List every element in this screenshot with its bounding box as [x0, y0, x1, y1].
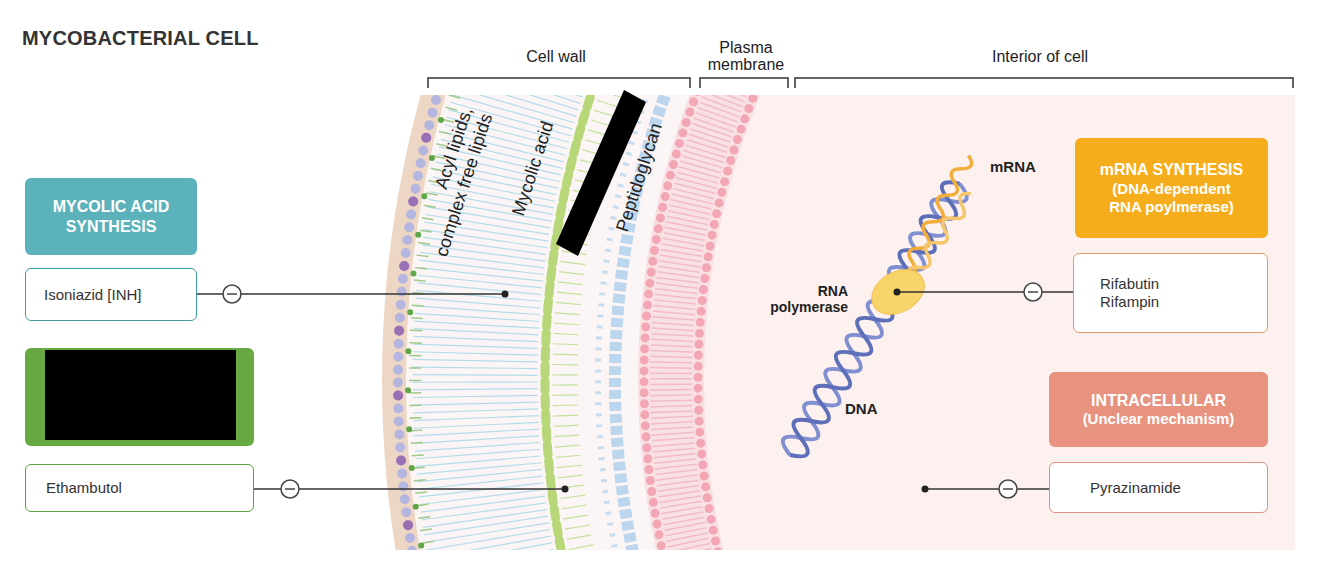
- bracket: [700, 78, 788, 88]
- leader-lines: [197, 292, 1073, 489]
- heading-box: MYCOLIC ACID SYNTHESIS: [25, 178, 197, 255]
- node-text: MYCOLIC ACID SYNTHESIS: [41, 197, 181, 235]
- leader-line: [897, 291, 1024, 293]
- node-text: Pyrazinamide: [1090, 479, 1181, 497]
- part-label: RNA polymerase: [763, 283, 848, 315]
- membrane-band: [638, 95, 1295, 550]
- node-subtext: Rifampin: [1100, 293, 1159, 311]
- acyl-heads: [398, 95, 1295, 550]
- acyl-tails: [415, 95, 1295, 550]
- leader-line: [1017, 488, 1049, 490]
- cell-interior: [704, 95, 1295, 550]
- leader-line: [925, 488, 999, 490]
- target-dot: [894, 289, 901, 296]
- drug-box: Isoniazid [INH]: [25, 268, 197, 321]
- leader-line: [254, 488, 281, 490]
- inhibit-symbol: [281, 480, 299, 498]
- inhibit-minus: [1003, 488, 1013, 490]
- node-text: Rifabutin: [1100, 275, 1159, 293]
- cell-section: [382, 95, 1295, 550]
- node-subtext: (Unclear mechanism): [1083, 410, 1235, 428]
- node-text: Ethambutol: [46, 479, 122, 497]
- peptidoglycan-links: [598, 95, 1295, 550]
- bracket: [795, 78, 1293, 88]
- node-text: Isoniazid [INH]: [44, 286, 142, 304]
- inhibit-circle: [281, 480, 299, 498]
- inhibit-minus: [285, 488, 295, 490]
- node-subtext: (DNA-dependent RNA poylmerase): [1102, 180, 1242, 216]
- peptidoglycan-layer: [615, 95, 1295, 550]
- diagram-title: MYCOBACTERIAL CELL: [22, 27, 259, 50]
- region-label: Interior of cell: [992, 48, 1088, 66]
- membrane-heads-outer: [644, 95, 1295, 550]
- redaction-box: [45, 350, 236, 440]
- arabinogalactan-layer: [565, 95, 1295, 550]
- inhibit-circle: [999, 480, 1017, 498]
- heading-box: mRNA SYNTHESIS(DNA-dependent RNA poylmer…: [1075, 138, 1268, 238]
- region-brackets: [428, 78, 1293, 88]
- target-dots: [502, 289, 929, 493]
- inhibit-circle: [1024, 283, 1042, 301]
- inhibit-symbols: [223, 283, 1042, 498]
- inhibit-symbol: [999, 480, 1017, 498]
- target-dot: [502, 291, 509, 298]
- leader-line: [1042, 291, 1073, 293]
- membrane-heads-inner: [698, 95, 1295, 550]
- membrane-tails: [671, 95, 1295, 550]
- leader-line: [241, 293, 505, 295]
- node-text: INTRACELLULAR: [1091, 391, 1226, 410]
- inhibit-minus: [1028, 291, 1038, 293]
- cell-wall-ground: [406, 95, 1295, 550]
- node-text: mRNA SYNTHESIS: [1100, 160, 1243, 179]
- heading-box: INTRACELLULAR(Unclear mechanism): [1049, 372, 1268, 447]
- acyl-heads-purple: [398, 95, 1295, 550]
- acyl-heads-green: [408, 95, 1295, 550]
- part-label: mRNA: [990, 158, 1036, 175]
- drug-box: RifabutinRifampin: [1073, 253, 1268, 333]
- drug-box: Pyrazinamide: [1049, 462, 1268, 513]
- inhibit-minus: [227, 293, 237, 295]
- target-dot: [922, 486, 929, 493]
- region-label: Plasma membrane: [701, 40, 791, 74]
- part-label: DNA: [845, 400, 878, 417]
- bracket: [428, 78, 690, 88]
- heading-box: [25, 348, 254, 446]
- inhibit-symbol: [1024, 283, 1042, 301]
- outer-band: [382, 95, 1295, 550]
- inhibit-symbol: [223, 285, 241, 303]
- leader-line: [299, 488, 565, 490]
- inhibit-circle: [223, 285, 241, 303]
- mycolic-heads: [545, 95, 1295, 550]
- drug-box: Ethambutol: [25, 464, 254, 512]
- target-dot: [562, 486, 569, 493]
- mycolic-chains: [475, 95, 1295, 550]
- leader-line: [197, 293, 223, 295]
- region-label: Cell wall: [526, 48, 586, 66]
